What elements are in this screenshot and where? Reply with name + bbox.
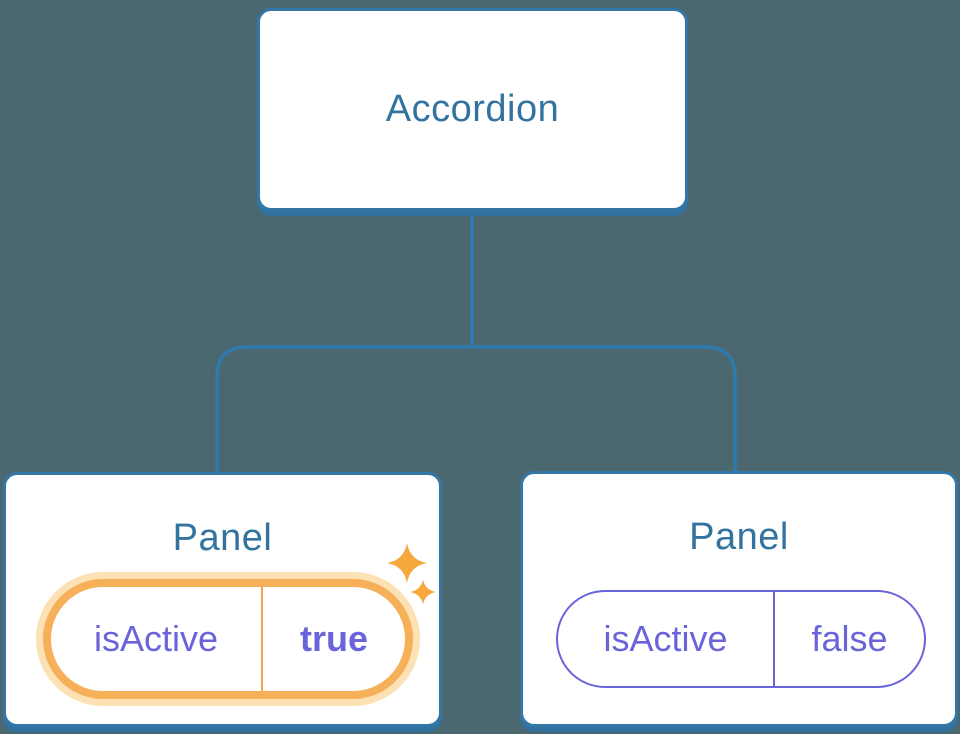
prop-name-label: isActive <box>603 618 728 659</box>
pill-divider <box>261 587 263 691</box>
node-accordion: Accordion <box>257 8 688 211</box>
state-pill-active: isActive true <box>43 579 413 699</box>
pill-divider <box>773 592 775 686</box>
node-panel-active: Panel isActive true <box>3 472 442 727</box>
panel-label: Panel <box>172 517 273 559</box>
panel-label: Panel <box>689 516 789 558</box>
prop-value-label: true <box>299 618 368 659</box>
prop-name-label: isActive <box>93 618 219 659</box>
state-pill-inactive: isActive false <box>556 590 926 688</box>
connector-branches <box>215 345 737 473</box>
accordion-label: Accordion <box>385 88 560 130</box>
node-panel-inactive: Panel isActive false <box>520 471 958 727</box>
prop-value-label: false <box>811 618 888 659</box>
